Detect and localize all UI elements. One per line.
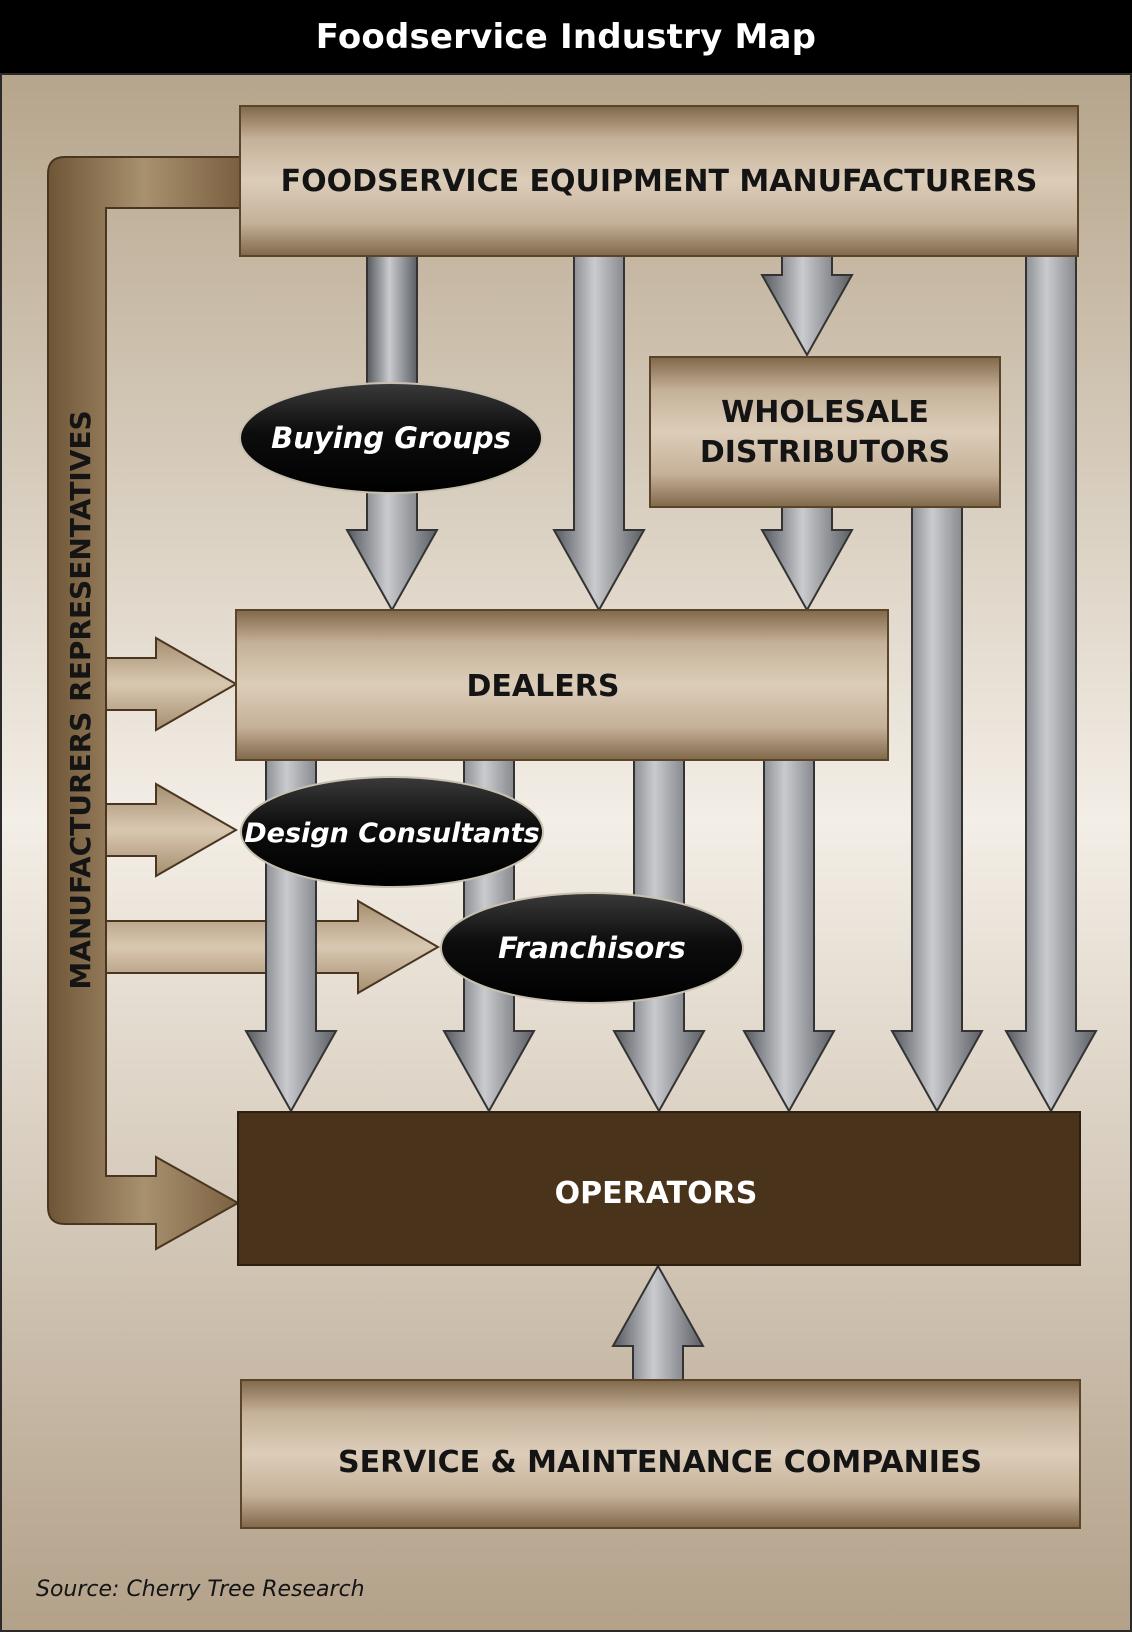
rep-arrow-to-design-consultants <box>105 782 239 878</box>
source-note: Source: Cherry Tree Research <box>36 1577 365 1602</box>
manufacturers-representatives-bracket <box>47 156 241 1251</box>
arrow-dealers-to-operators-4 <box>742 759 836 1114</box>
service-label: SERVICE & MAINTENANCE COMPANIES <box>338 1445 982 1480</box>
arrow-wholesale-to-dealers <box>760 505 854 613</box>
buying-groups-label: Buying Groups <box>271 421 511 455</box>
franchisors-oval: Franchisors <box>440 892 744 1004</box>
manufacturers-label: FOODSERVICE EQUIPMENT MANUFACTURERS <box>281 164 1038 199</box>
operators-label: OPERATORS <box>555 1176 758 1211</box>
design-consultants-label: Design Consultants <box>244 818 539 849</box>
service-maintenance-box: SERVICE & MAINTENANCE COMPANIES <box>240 1379 1081 1529</box>
dealers-label: DEALERS <box>467 669 620 704</box>
manufacturers-box: FOODSERVICE EQUIPMENT MANUFACTURERS <box>239 105 1079 257</box>
design-consultants-oval: Design Consultants <box>240 776 544 888</box>
rep-arrow-to-dealers <box>105 636 239 732</box>
arrow-manufacturers-to-dealers <box>552 255 646 613</box>
arrow-service-to-operators <box>611 1263 705 1381</box>
arrow-wholesale-to-operators <box>890 505 984 1114</box>
dealers-box: DEALERS <box>235 609 889 761</box>
wholesale-label-line2: DISTRIBUTORS <box>700 435 950 470</box>
page-title: Foodservice Industry Map <box>0 0 1132 74</box>
arrow-manufacturers-to-buying-groups <box>366 255 418 401</box>
wholesale-label-line1: WHOLESALE <box>721 395 929 430</box>
manufacturers-representatives-label: MANUFACTURERS REPRESENTATIVES <box>64 410 97 989</box>
franchisors-label: Franchisors <box>498 931 686 965</box>
arrow-manufacturers-to-wholesale <box>760 255 854 358</box>
operators-box: OPERATORS <box>237 1111 1081 1266</box>
wholesale-distributors-box: WHOLESALE DISTRIBUTORS <box>649 356 1001 508</box>
arrow-manufacturers-to-operators <box>1004 255 1098 1114</box>
buying-groups-oval: Buying Groups <box>239 382 543 494</box>
